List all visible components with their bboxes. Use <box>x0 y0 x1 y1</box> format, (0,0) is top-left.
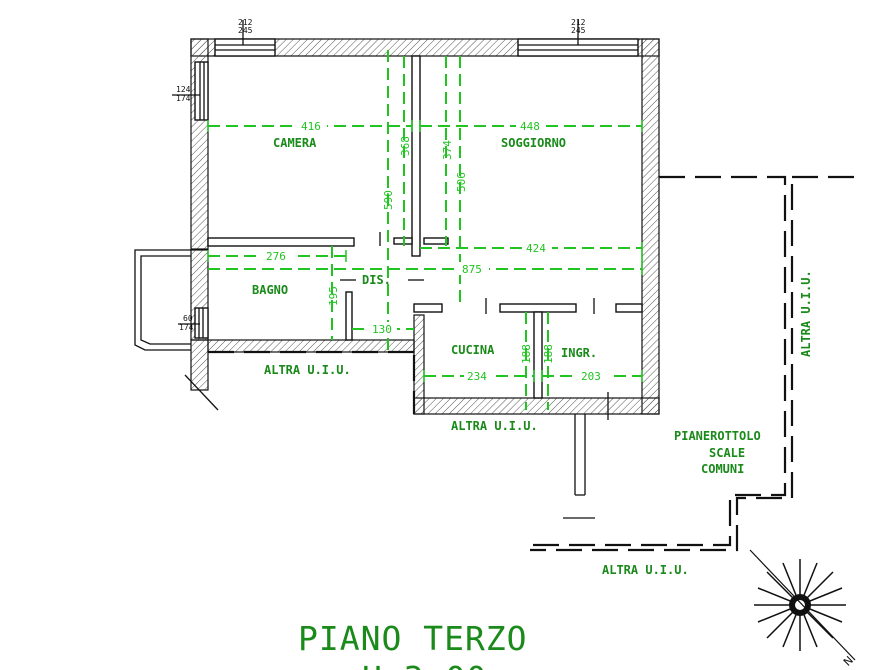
dim-448: 448 <box>520 120 540 133</box>
dim-188-b: 188 <box>542 344 555 364</box>
floor-height: H 3.00 <box>362 659 487 670</box>
room-label-soggiorno: SOGGIORNO <box>501 136 566 150</box>
dim-130: 130 <box>372 323 392 336</box>
dim-276: 276 <box>266 250 286 263</box>
dim-506: 506 <box>455 172 468 192</box>
entrance-corridor <box>563 392 609 519</box>
room-label-bagno: BAGNO <box>252 283 288 297</box>
dim-234: 234 <box>467 370 487 383</box>
window-mark-top-left-b: 245 <box>238 26 253 35</box>
label-altra-center: ALTRA U.I.U. <box>451 419 538 433</box>
interior-walls <box>207 55 643 399</box>
label-scale: SCALE <box>709 446 745 460</box>
plan-footer: PIANO TERZO H 3.00 <box>298 619 528 670</box>
dim-424: 424 <box>526 242 546 255</box>
dim-590: 590 <box>382 190 395 210</box>
balcony <box>134 249 219 411</box>
room-label-cucina: CUCINA <box>451 343 495 357</box>
dimension-labels: 416 448 368 374 590 506 276 424 875 195 … <box>262 119 608 383</box>
label-altra-right: ALTRA U.I.U. <box>799 270 813 357</box>
dim-188-a: 188 <box>520 344 533 364</box>
label-pianerottolo: PIANEROTTOLO <box>674 429 761 443</box>
room-label-dis: DIS. <box>362 273 391 287</box>
window-mark-bath-a: 60 <box>183 314 193 323</box>
compass-rose: N <box>749 549 856 669</box>
landing-outline <box>208 175 858 552</box>
floor-title: PIANO TERZO <box>298 619 528 658</box>
label-comuni: COMUNI <box>701 462 744 476</box>
dim-875: 875 <box>462 263 482 276</box>
room-label-camera: CAMERA <box>273 136 317 150</box>
dimension-lines <box>207 50 643 410</box>
window-mark-left-a: 124 <box>176 85 191 94</box>
room-labels: CAMERA SOGGIORNO BAGNO DIS. CUCINA INGR.… <box>252 136 813 577</box>
dim-368: 368 <box>399 136 412 156</box>
dim-416: 416 <box>301 120 321 133</box>
compass-north-label: N <box>841 654 856 669</box>
label-altra-bottom: ALTRA U.I.U. <box>602 563 689 577</box>
window-mark-left-b: 174 <box>176 94 191 103</box>
left-window <box>194 61 209 121</box>
label-altra-left: ALTRA U.I.U. <box>264 363 351 377</box>
window-mark-top-left-a: 212 <box>238 18 253 27</box>
dim-195: 195 <box>327 286 340 306</box>
dim-374: 374 <box>441 140 454 160</box>
room-label-ingr: INGR. <box>561 346 597 360</box>
window-mark-bath-b: 174 <box>179 323 194 332</box>
dim-203: 203 <box>581 370 601 383</box>
window-marks: 212 245 212 245 124 174 60 174 <box>172 18 586 332</box>
